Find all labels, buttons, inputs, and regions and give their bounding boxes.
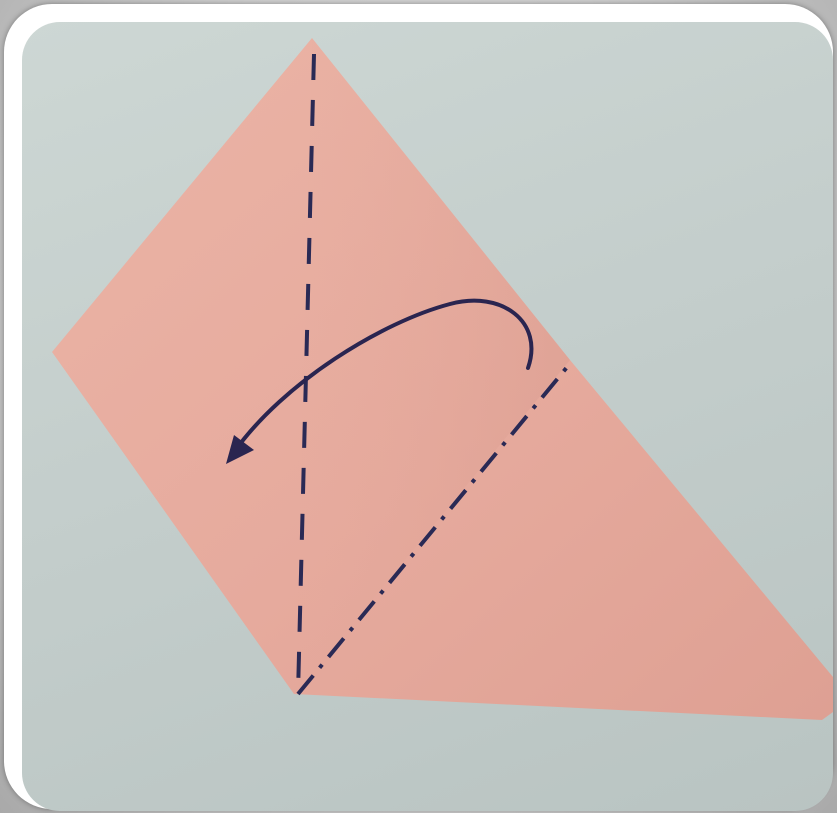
paper-shading — [294, 38, 570, 694]
origami-photo — [22, 22, 833, 811]
curved-fold-arrow-icon — [226, 298, 534, 464]
valley-fold-line — [296, 53, 316, 695]
mountain-fold-line — [296, 364, 570, 696]
image-frame — [4, 4, 833, 811]
origami-illustration — [52, 38, 833, 720]
